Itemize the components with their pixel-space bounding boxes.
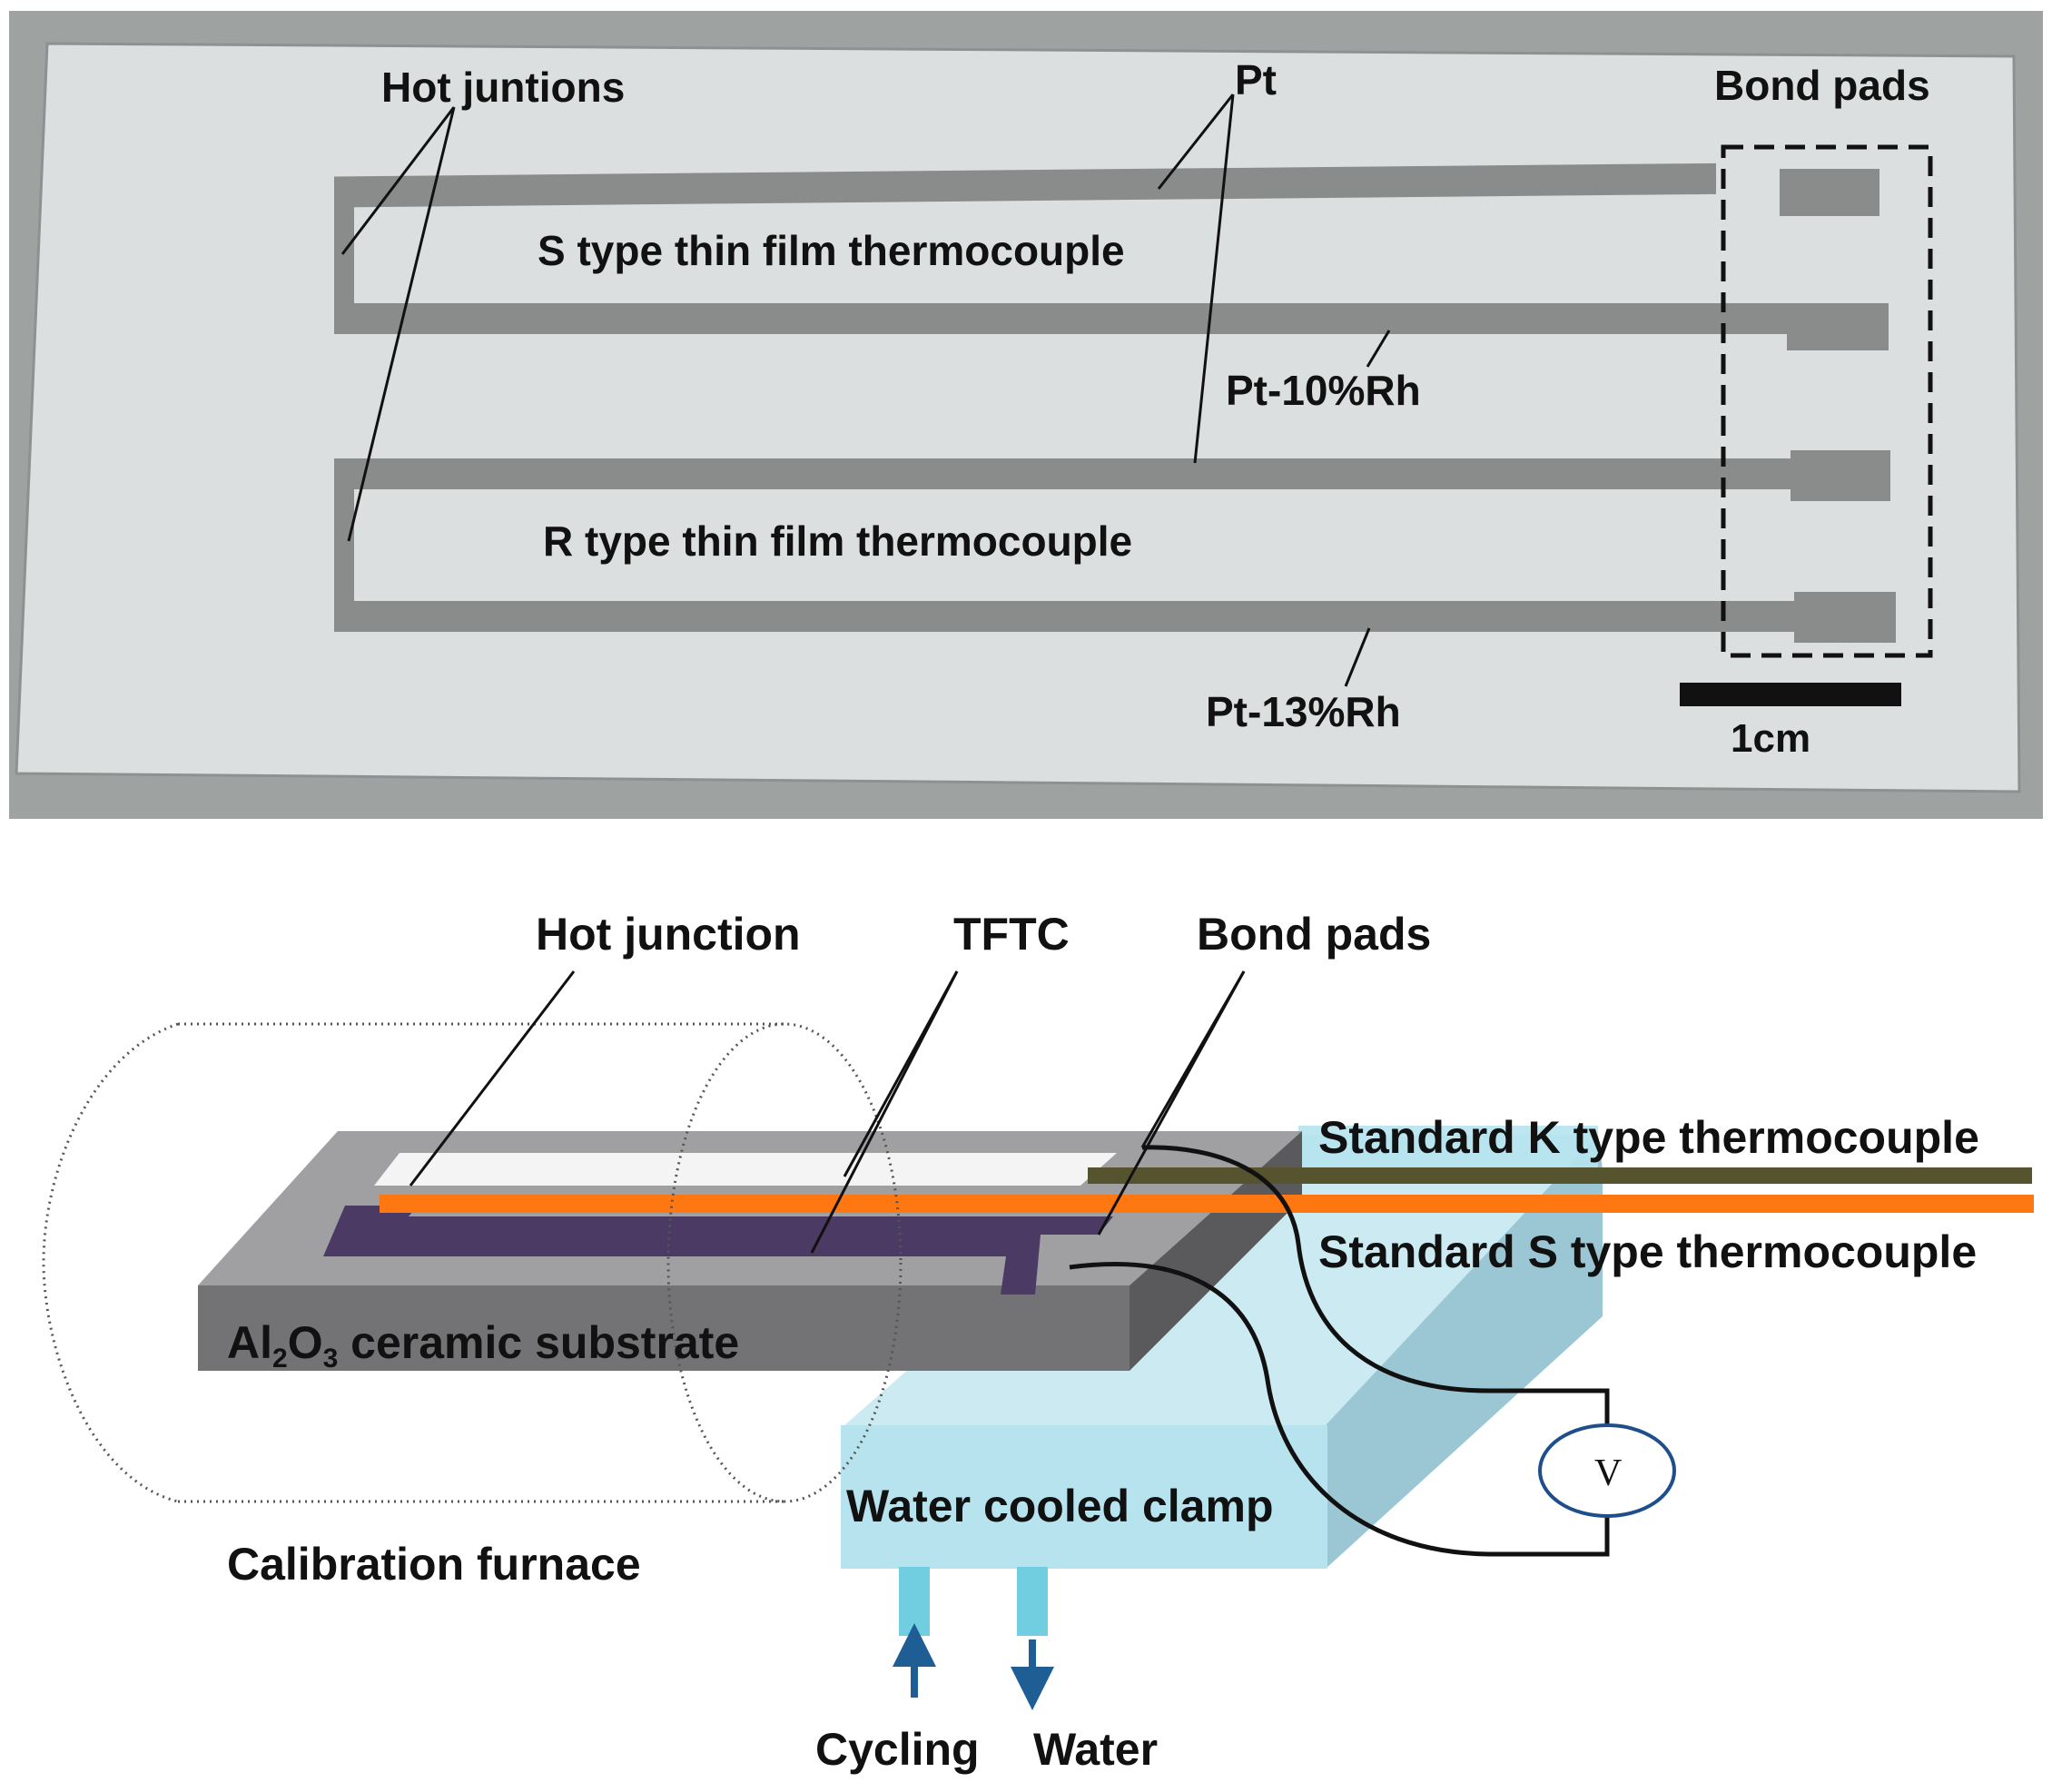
r-type-ptrh-bond-pad (1794, 592, 1896, 643)
voltmeter-icon (1538, 1423, 1676, 1518)
s-type-pt-bond-pad (1780, 169, 1879, 216)
tftc-leader (810, 970, 959, 1254)
cycling-label: Cycling (815, 1724, 980, 1775)
bond-pads-label-schematic: Bond pads (1197, 909, 1431, 960)
substrate-side-face (1130, 1131, 1302, 1371)
pt-10rh-leader (1366, 330, 1391, 368)
standard-k-wire (1088, 1167, 2032, 1184)
tftc-film (323, 1206, 1113, 1295)
wire-to-voltmeter-bottom (1069, 1262, 1610, 1557)
clamp-side-face (1326, 1135, 1603, 1569)
bond-pads-label: Bond pads (1714, 62, 1930, 109)
r-type-pt-strip (334, 458, 1798, 489)
hot-junction-label: Hot junction (536, 909, 801, 960)
pt-label: Pt (1235, 56, 1277, 103)
water-label: Water (1033, 1724, 1158, 1775)
substrate-label-sub2: 3 (323, 1344, 339, 1374)
tftc-label: TFTC (953, 909, 1070, 960)
s-type-hot-junction-bar (334, 180, 354, 316)
photo-leader-lines (340, 94, 1391, 687)
r-type-thermocouple (334, 450, 1896, 643)
furnace-back-end (42, 1022, 179, 1503)
hot-junction-leader (409, 970, 576, 1186)
clamp-front-face (841, 1425, 1327, 1569)
outlet-pipe (1017, 1567, 1048, 1636)
pt-leader (1193, 94, 1235, 464)
r-type-pt-bond-pad (1791, 450, 1890, 501)
hot-junction-leader (347, 106, 456, 542)
s-type-ptrh-bond-pad (1787, 303, 1889, 350)
calibration-furnace (42, 1022, 903, 1503)
standard-s-label: Standard S type thermocouple (1318, 1226, 1977, 1277)
standard-k-label: Standard K type thermocouple (1318, 1112, 1979, 1163)
hot-junctions-label: Hot juntions (381, 64, 625, 111)
inlet-pipe (899, 1567, 930, 1636)
scale-label: 1cm (1731, 716, 1810, 761)
pt-leader (1157, 94, 1235, 190)
substrate-plate (15, 42, 2021, 793)
standard-s-wire (380, 1195, 2034, 1213)
scale-bar (1680, 683, 1901, 706)
substrate-label: Al2O3 ceramic substrate (227, 1317, 739, 1374)
s-type-pt-strip (334, 162, 1716, 208)
substrate-front-face (198, 1285, 1130, 1371)
voltmeter-label: V (1594, 1452, 1622, 1494)
signal-wires (1069, 1145, 1610, 1557)
pt-13rh-label: Pt-13%Rh (1206, 688, 1401, 735)
schematic-leader-lines (409, 970, 1246, 1254)
r-type-label: R type thin film thermocouple (543, 517, 1132, 565)
substrate-label-rest: ceramic substrate (338, 1317, 739, 1368)
substrate-label-o: O (288, 1317, 323, 1368)
s-type-label: S type thin film thermocouple (538, 227, 1125, 274)
wire-to-voltmeter-top (1141, 1145, 1610, 1427)
r-type-ptrh-strip (334, 601, 1798, 632)
bond-pads-dashed-box (1721, 144, 1933, 658)
r-type-hot-junction-bar (334, 458, 354, 631)
pt-13rh-leader (1344, 627, 1371, 687)
s-type-thermocouple (334, 162, 1889, 350)
pt-10rh-label: Pt-10%Rh (1226, 367, 1421, 414)
s-type-ptrh-strip (334, 303, 1798, 334)
water-pipes (893, 1567, 1054, 1710)
calibration-furnace-label: Calibration furnace (227, 1539, 641, 1590)
sensor-photo: Hot juntions Pt Bond pads S type thin fi… (9, 11, 2043, 819)
calibration-schematic: V Hot junction TFTC Bond pads Standard K… (42, 909, 2034, 1775)
substrate-white-film (374, 1153, 1117, 1186)
water-clamp-label: Water cooled clamp (846, 1481, 1273, 1531)
substrate-label-al: Al (227, 1317, 272, 1368)
hot-junction-leader (340, 106, 456, 255)
bond-pads-leader (1097, 970, 1246, 1236)
furnace-front-end (666, 1022, 903, 1503)
substrate-label-sub1: 2 (272, 1344, 288, 1374)
